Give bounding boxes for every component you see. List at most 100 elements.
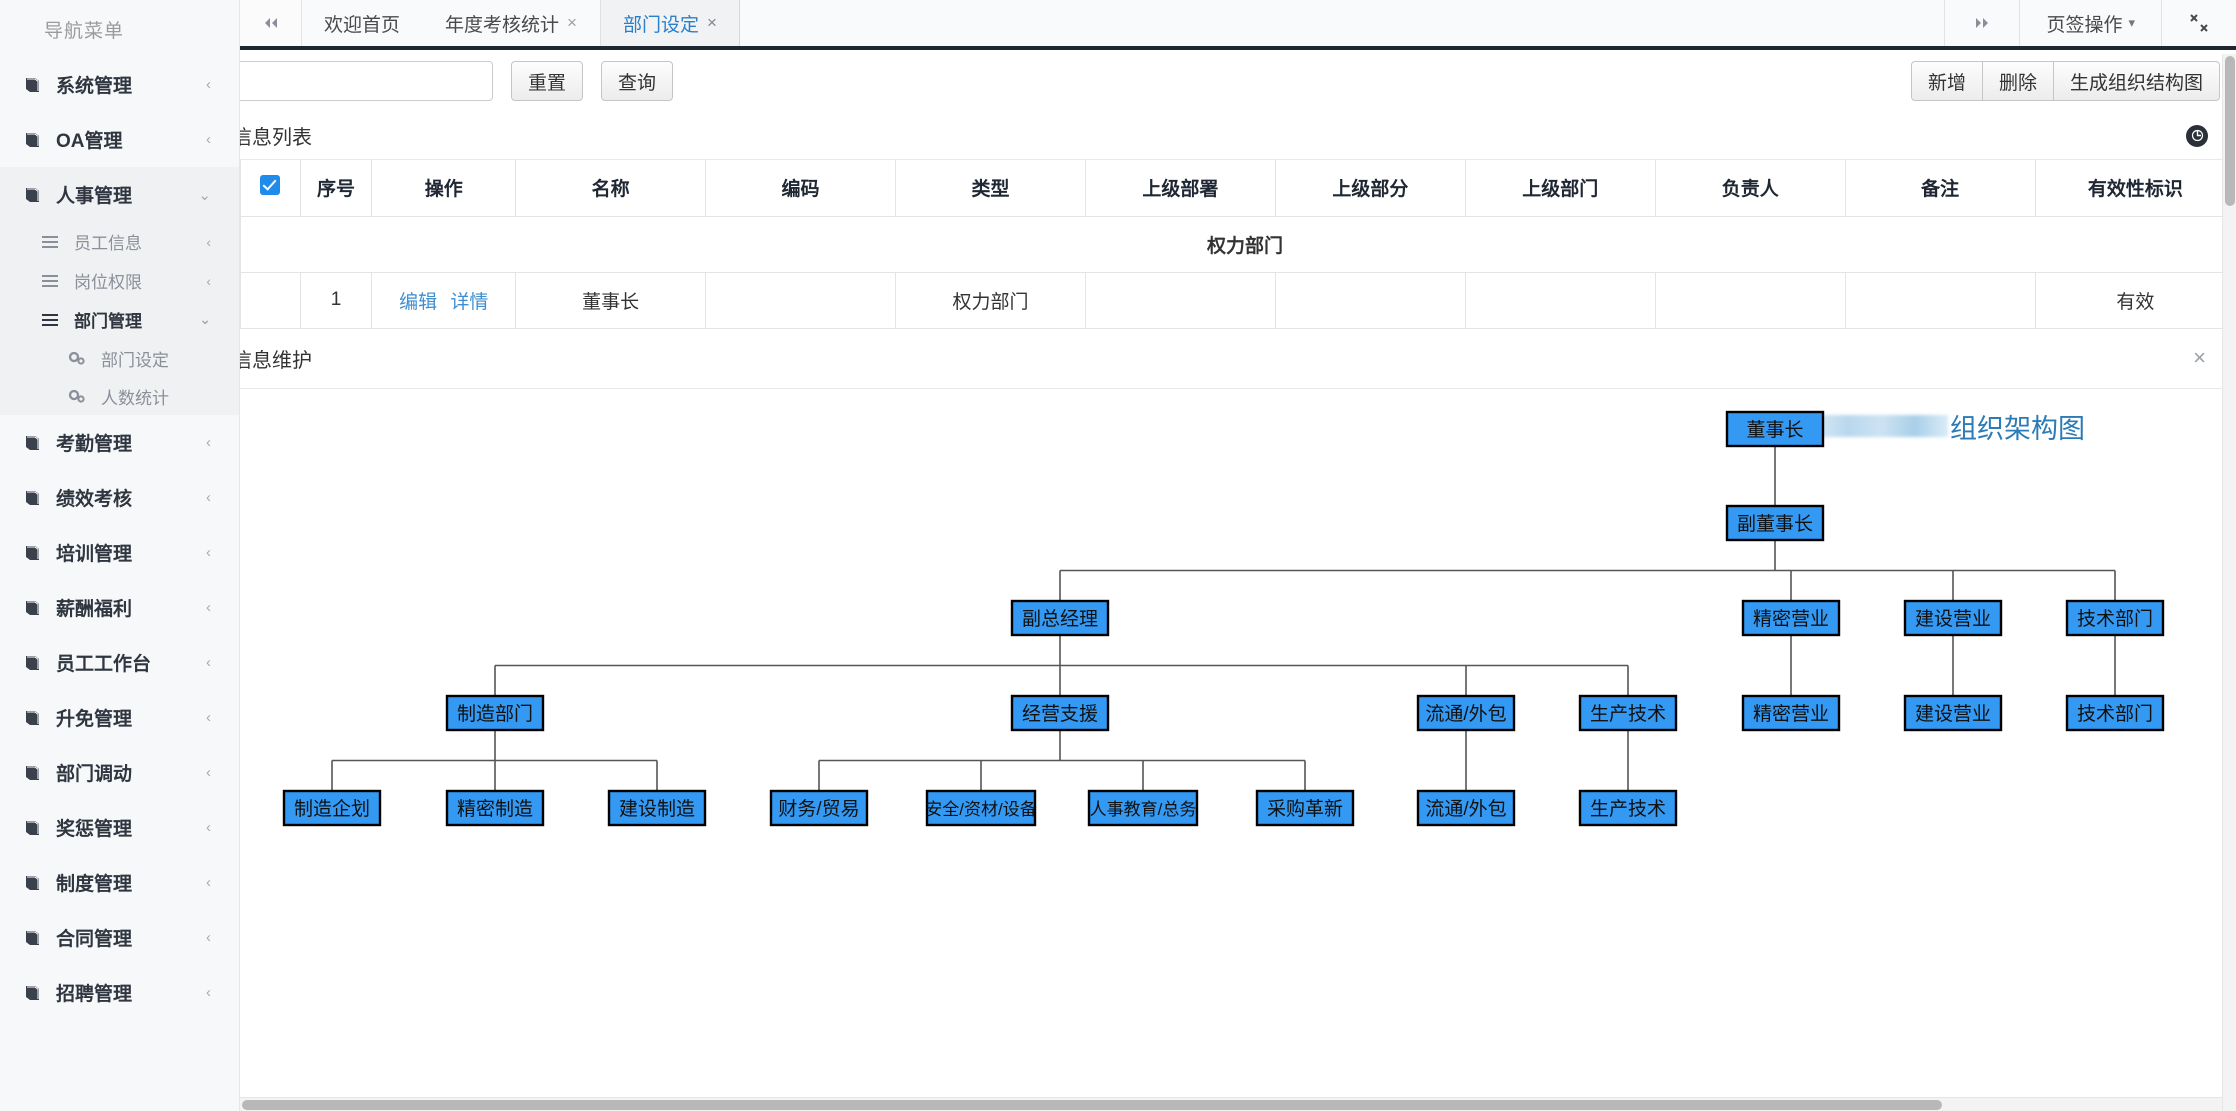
column-header-parent-deploy[interactable]: 上级部署 bbox=[1084, 160, 1276, 217]
org-node[interactable]: 财务/贸易 bbox=[769, 789, 869, 826]
column-header-seq[interactable]: 序号 bbox=[299, 160, 373, 217]
org-node[interactable]: 人事教育/总务 bbox=[1087, 789, 1199, 826]
column-header-actions[interactable]: 操作 bbox=[371, 160, 517, 217]
close-icon[interactable]: × bbox=[706, 13, 717, 32]
sidebar-item-attendance[interactable]: 考勤管理 ‹ bbox=[0, 415, 239, 470]
org-node[interactable]: 董事长 bbox=[1725, 410, 1825, 447]
org-node-label: 精密制造 bbox=[457, 798, 533, 820]
edit-link[interactable]: 编辑 bbox=[399, 291, 438, 313]
close-icon[interactable]: × bbox=[2193, 345, 2206, 370]
delete-button[interactable]: 删除 bbox=[1982, 61, 2054, 101]
org-node[interactable]: 技术部门 bbox=[2065, 694, 2165, 731]
sidebar-subsubitem-headcount[interactable]: 人数统计 bbox=[0, 377, 239, 415]
column-header-name[interactable]: 名称 bbox=[515, 160, 707, 217]
column-header-remark[interactable]: 备注 bbox=[1844, 160, 2036, 217]
org-node[interactable]: 安全/资材/设备 bbox=[925, 789, 1037, 826]
sidebar-item-training[interactable]: 培训管理 ‹ bbox=[0, 525, 239, 580]
close-icon[interactable]: × bbox=[567, 13, 577, 32]
org-node[interactable]: 经营支援 bbox=[1010, 694, 1110, 731]
org-node[interactable]: 精密营业 bbox=[1741, 694, 1841, 731]
chevron-down-icon: ⌄ bbox=[199, 311, 211, 327]
tab-welcome[interactable]: 欢迎首页 bbox=[302, 0, 423, 46]
sidebar-item-recruitment[interactable]: 招聘管理 ‹ bbox=[0, 965, 239, 1020]
reset-button[interactable]: 重置 bbox=[511, 61, 584, 101]
org-node[interactable]: 建设制造 bbox=[607, 789, 707, 826]
sidebar-subitem-dept-manage[interactable]: 部门管理 ⌄ bbox=[0, 300, 239, 339]
checkbox-checked-icon[interactable] bbox=[260, 174, 281, 195]
sidebar-item-oa[interactable]: OA管理 ‹ bbox=[0, 112, 239, 167]
list-icon bbox=[42, 313, 64, 326]
list-icon bbox=[42, 274, 64, 287]
org-node-label: 精密营业 bbox=[1753, 703, 1829, 725]
list-title-bar: 部门信息列表 bbox=[240, 112, 2236, 160]
sidebar-item-reward-punish[interactable]: 奖惩管理 ‹ bbox=[0, 800, 239, 855]
sidebar-item-label: 薪酬福利 bbox=[56, 599, 133, 620]
book-icon bbox=[22, 187, 44, 203]
sidebar-item-system[interactable]: 系统管理 ‹ bbox=[0, 57, 239, 112]
sidebar-subsubitem-label: 人数统计 bbox=[101, 388, 169, 408]
book-icon bbox=[22, 655, 44, 671]
book-icon bbox=[22, 600, 44, 616]
row-checkbox-cell[interactable] bbox=[240, 271, 301, 329]
column-header-valid[interactable]: 有效性标识 bbox=[2034, 160, 2236, 217]
page-ops-dropdown[interactable]: 页签操作 ▾ bbox=[2019, 0, 2161, 46]
sidebar-item-hr[interactable]: 人事管理 ⌄ bbox=[0, 167, 239, 222]
double-chevron-left-icon bbox=[264, 18, 277, 28]
horizontal-scrollbar-thumb[interactable] bbox=[242, 1100, 1942, 1110]
org-node[interactable]: 制造企划 bbox=[282, 789, 382, 826]
sidebar-item-workbench[interactable]: 员工工作台 ‹ bbox=[0, 635, 239, 690]
generate-org-chart-button[interactable]: 生成组织结构图 bbox=[2053, 61, 2220, 101]
tab-scroll-right-button[interactable] bbox=[1944, 0, 2019, 46]
column-header-parent-dept[interactable]: 上级部门 bbox=[1464, 160, 1656, 217]
query-button[interactable]: 查询 bbox=[601, 61, 674, 101]
vertical-scrollbar[interactable]: ▲ bbox=[2222, 54, 2236, 1111]
select-all-header[interactable] bbox=[240, 160, 301, 217]
search-input[interactable] bbox=[240, 61, 494, 101]
column-header-type[interactable]: 类型 bbox=[895, 160, 1086, 217]
org-node[interactable]: 技术部门 bbox=[2065, 599, 2165, 636]
sidebar-item-compensation[interactable]: 薪酬福利 ‹ bbox=[0, 580, 239, 635]
tab-scroll-left-button[interactable] bbox=[240, 0, 302, 46]
org-node[interactable]: 副董事长 bbox=[1725, 504, 1825, 541]
sidebar-subitem-employee-info[interactable]: 员工信息 ‹ bbox=[0, 222, 239, 261]
sidebar-subitem-post-auth[interactable]: 岗位权限 ‹ bbox=[0, 261, 239, 300]
column-header-code[interactable]: 编码 bbox=[705, 160, 897, 217]
column-header-parent-part[interactable]: 上级部分 bbox=[1274, 160, 1466, 217]
tab-annual-review-stats[interactable]: 年度考核统计 × bbox=[423, 0, 600, 46]
org-node[interactable]: 生产技术 bbox=[1578, 694, 1678, 731]
org-node[interactable]: 建设营业 bbox=[1903, 599, 2003, 636]
vertical-scrollbar-thumb[interactable] bbox=[2225, 56, 2235, 206]
sidebar-item-contract[interactable]: 合同管理 ‹ bbox=[0, 910, 239, 965]
tab-department-setup[interactable]: 部门设定 × bbox=[599, 0, 740, 46]
sidebar-subitem-label: 岗位权限 bbox=[74, 273, 142, 292]
detail-link[interactable]: 详情 bbox=[450, 291, 489, 313]
org-node[interactable]: 生产技术 bbox=[1578, 789, 1678, 826]
org-node[interactable]: 精密制造 bbox=[445, 789, 545, 826]
org-node[interactable]: 流通/外包 bbox=[1416, 694, 1516, 731]
org-node-label: 技术部门 bbox=[2077, 608, 2153, 630]
org-chart-canvas[interactable]: 组织架构图 董事长副董事长副总经理精密营业建设营业技术部门制造部门经营支援流通/… bbox=[240, 388, 2236, 1111]
org-node[interactable]: 采购革新 bbox=[1255, 789, 1355, 826]
add-button[interactable]: 新增 bbox=[1910, 61, 1983, 101]
column-header-owner[interactable]: 负责人 bbox=[1654, 160, 1846, 217]
refresh-icon[interactable] bbox=[2186, 124, 2208, 147]
org-node[interactable]: 流通/外包 bbox=[1416, 789, 1516, 826]
horizontal-scrollbar[interactable] bbox=[240, 1097, 2222, 1111]
gears-icon bbox=[68, 351, 92, 365]
org-node[interactable]: 精密营业 bbox=[1741, 599, 1841, 636]
fullscreen-button[interactable] bbox=[2161, 0, 2236, 46]
org-node[interactable]: 制造部门 bbox=[445, 694, 545, 731]
org-chart-title-text: 组织架构图 bbox=[1950, 413, 2085, 444]
sidebar-item-transfer[interactable]: 部门调动 ‹ bbox=[0, 745, 239, 800]
table-group-label: 权力部门 bbox=[240, 215, 2236, 273]
sidebar-item-policy[interactable]: 制度管理 ‹ bbox=[0, 855, 239, 910]
action-button-group: 新增 删除 生成组织结构图 bbox=[1910, 61, 2220, 101]
sidebar-item-performance[interactable]: 绩效考核 ‹ bbox=[0, 470, 239, 525]
org-node[interactable]: 副总经理 bbox=[1010, 599, 1110, 636]
book-icon bbox=[22, 985, 44, 1001]
sidebar-subsubitem-dept-setup[interactable]: 部门设定 bbox=[0, 339, 239, 377]
org-node[interactable]: 建设营业 bbox=[1903, 694, 2003, 731]
table-row[interactable]: 1 编辑 详情 董事长 权力部门 有效 bbox=[240, 271, 2236, 329]
row-actions: 编辑 详情 bbox=[371, 271, 517, 329]
sidebar-item-promotion[interactable]: 升免管理 ‹ bbox=[0, 690, 239, 745]
